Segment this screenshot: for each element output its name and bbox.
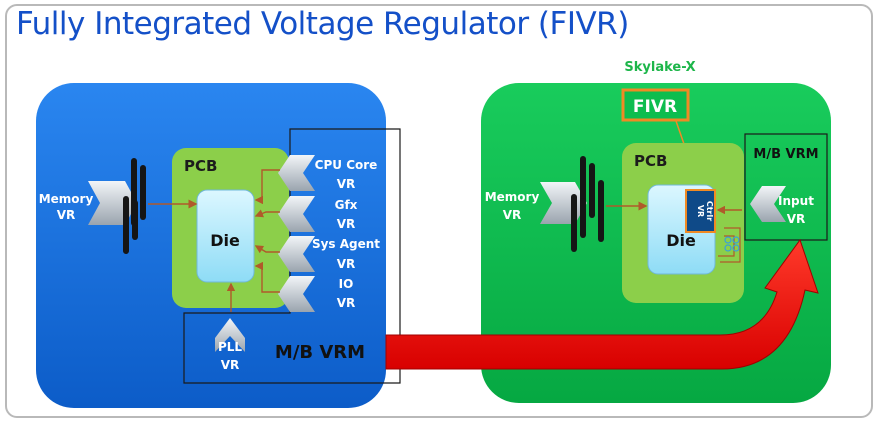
vr-ctrlr-box [685, 189, 716, 233]
left-input-io-line2: VR [337, 296, 356, 310]
right-dimm-bar [589, 163, 595, 218]
right-memory-vr-line1: Memory [485, 190, 540, 204]
left-sa-connector [254, 245, 280, 254]
left-pll-chevron [215, 318, 245, 352]
skylake-x-label: Skylake-X [624, 60, 695, 75]
left-input-cpu-line1: CPU Core [315, 158, 378, 172]
left-pll-vr-line2: VR [221, 358, 240, 372]
left-input-sa-line1: Sys Agent [312, 237, 380, 251]
left-input-cpu-line2: VR [337, 177, 356, 191]
left-memory-vr-line2: VR [57, 208, 76, 222]
left-pll-vr-line1: PLL [218, 340, 242, 354]
vr-ctrlr-line1: VR [696, 205, 705, 217]
left-mb-vrm-label: M/B VRM [275, 342, 365, 363]
left-memory-vr-line1: Memory [39, 192, 94, 206]
right-mb-vrm-box [744, 133, 828, 241]
diagram-title: Fully Integrated Voltage Regulator (FIVR… [16, 6, 629, 42]
left-input-chevron-gfx [278, 196, 315, 232]
vr-ctrlr-line2: Ctrlr [705, 201, 714, 221]
left-dimm-bar [140, 165, 146, 220]
left-dimm-bar [132, 200, 138, 240]
left-input-chevron-io [278, 276, 315, 312]
mb-vrm-migration-arrow [385, 238, 819, 370]
fivr-label-box [621, 88, 690, 122]
right-dimm-bar [580, 198, 586, 238]
left-input-gfx-line2: VR [337, 217, 356, 231]
inductor-icon [724, 244, 732, 252]
left-dimm-bar [123, 196, 129, 254]
inductor-icon [732, 244, 740, 252]
right-memory-vr-line2: VR [503, 208, 522, 222]
right-mb-vrm-label: M/B VRM [753, 147, 818, 162]
left-vrm-outline [183, 128, 401, 384]
left-input-chevron-cpu [278, 155, 315, 191]
right-die-label: Die [666, 231, 696, 250]
right-input-vr-line2: VR [787, 212, 806, 226]
inductor-icon [732, 236, 740, 244]
right-input-chevron [750, 186, 786, 222]
right-pcb-label: PCB [634, 152, 667, 170]
inductor-icon [724, 236, 732, 244]
left-io-connector [254, 261, 280, 293]
left-pcb-label: PCB [184, 157, 217, 175]
right-dimm-bar [598, 180, 604, 242]
fivr-label: FIVR [633, 97, 677, 117]
left-input-gfx-line1: Gfx [335, 198, 358, 212]
right-vr-loop [720, 227, 741, 263]
left-input-io-line1: IO [339, 277, 354, 291]
left-input-chevron-sa [278, 236, 315, 272]
left-die [196, 189, 255, 283]
left-input-sa-line2: VR [337, 257, 356, 271]
left-gfx-connector [254, 209, 280, 218]
left-cpu-connector [254, 169, 280, 205]
right-dimm-bar [571, 194, 577, 252]
right-input-vr-line1: Input [778, 194, 814, 208]
left-die-label: Die [210, 231, 240, 250]
